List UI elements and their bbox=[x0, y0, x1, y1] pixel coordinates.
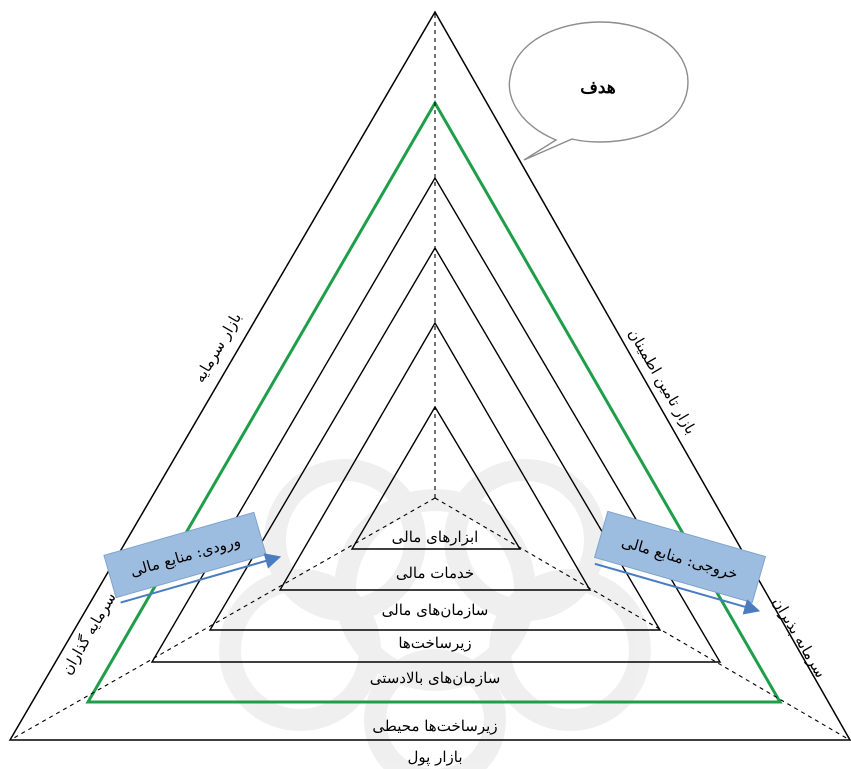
triangle-layer-3 bbox=[208, 246, 662, 631]
center-dashed-lines bbox=[11, 14, 849, 740]
layer-label-infrastructure: زیرساخت‌ها bbox=[398, 634, 471, 652]
triangle-layer-2 bbox=[278, 321, 592, 591]
triangle-layer-1 bbox=[350, 405, 522, 550]
layer-label-upstream-organizations: سازمان‌های بالادستی bbox=[370, 669, 501, 687]
goal-label: هدف bbox=[580, 78, 616, 98]
layer-label-money-market: بازار پول bbox=[408, 748, 463, 766]
outer-triangle bbox=[8, 10, 851, 741]
input-flow-box bbox=[103, 511, 267, 599]
goal-speech-bubble bbox=[508, 21, 689, 161]
triangle-layer-4 bbox=[150, 176, 722, 663]
layer-label-financial-services: خدمات مالی bbox=[396, 564, 474, 582]
side-label-insurance-market: بازار تامین اطمینان bbox=[625, 326, 701, 438]
output-flow-arrow bbox=[594, 562, 761, 615]
side-label-capital-market: بازار سرمایه bbox=[190, 309, 245, 385]
output-flow-box bbox=[593, 510, 767, 604]
green-triangle bbox=[85, 100, 783, 704]
input-flow-arrow bbox=[120, 553, 282, 604]
corner-label-investees: سرمایه پذیران bbox=[769, 594, 830, 681]
watermark-logo bbox=[219, 459, 651, 769]
layer-label-financial-instruments: ابزارهای مالی bbox=[392, 528, 479, 546]
layer-label-financial-organizations: سازمان‌های مالی bbox=[382, 601, 489, 619]
input-flow: ورودی: منابع مالی bbox=[103, 511, 282, 604]
layer-label-environmental-infrastructure: زیرساخت‌ها محیطی bbox=[372, 717, 497, 735]
